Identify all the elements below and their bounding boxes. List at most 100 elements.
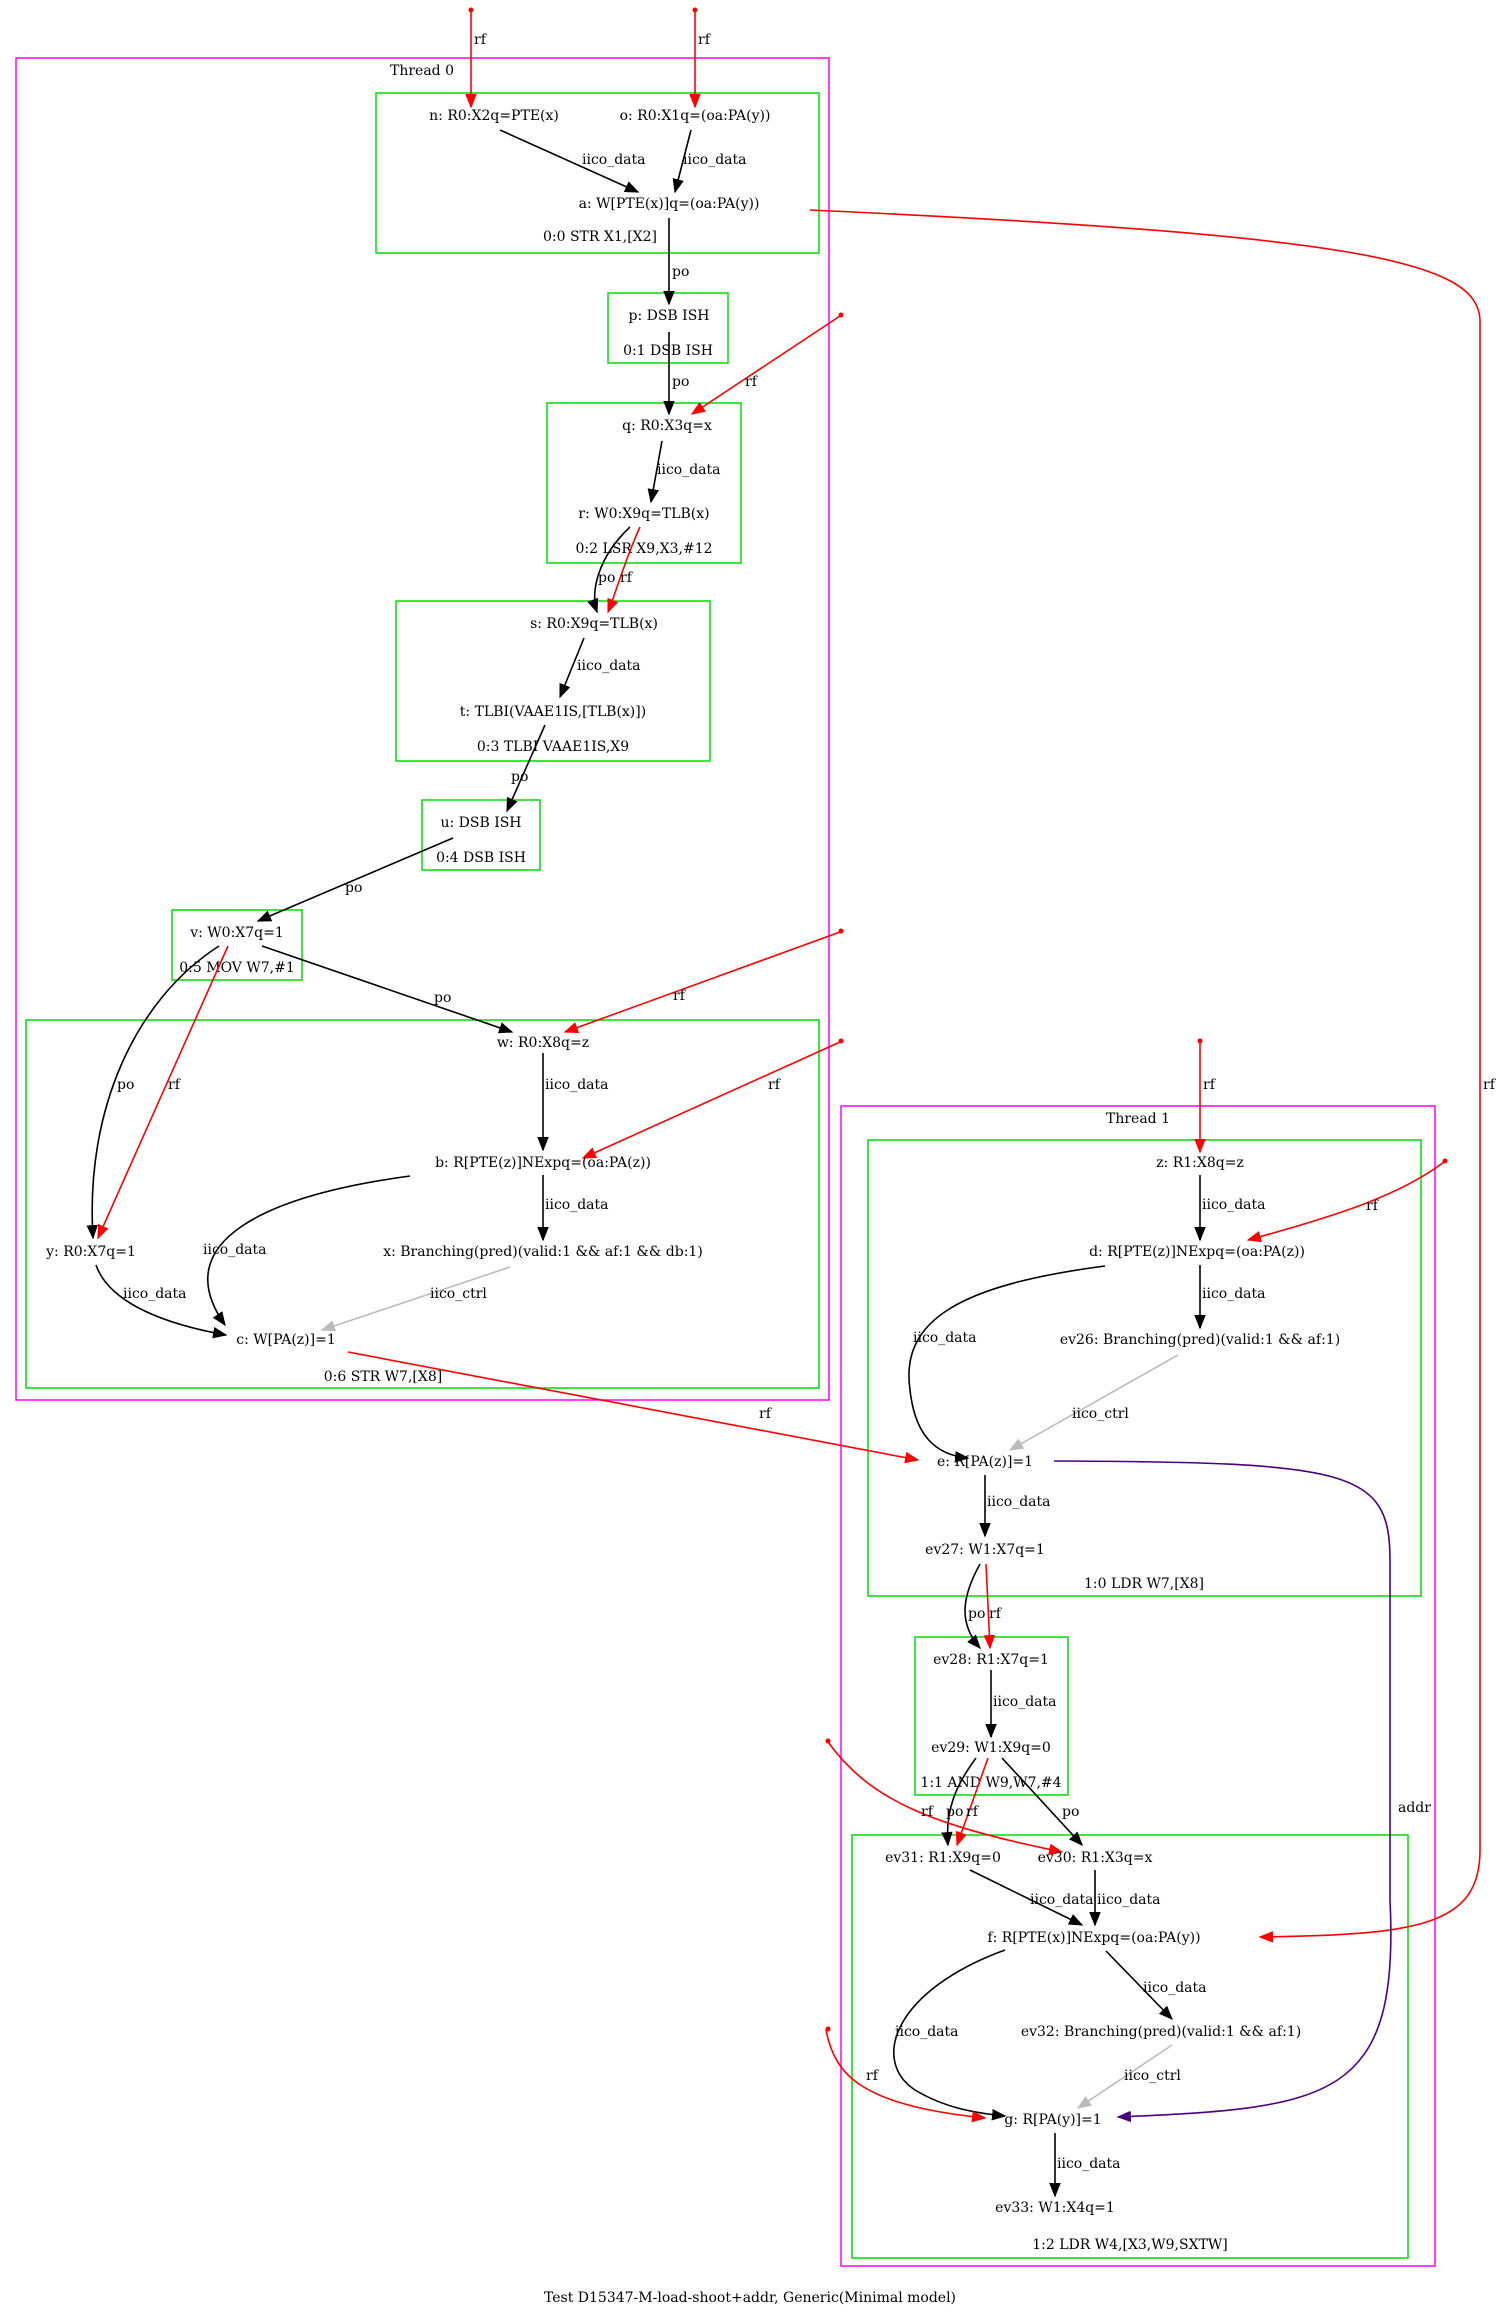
event-w: w: R0:X8q=z xyxy=(497,1035,589,1051)
edge-data-f-ev32 xyxy=(1105,1950,1174,2021)
edge-rf-ev29-ev31 xyxy=(955,1757,989,1847)
edge-label-po-t-u: po xyxy=(511,769,528,785)
edge-label-ctrl-ev32-g: iico_ctrl xyxy=(1124,2068,1181,2084)
edge-label-rf-b: rf xyxy=(768,1077,782,1093)
edge-label-data-q-r: iico_data xyxy=(657,462,721,478)
edge-label-data-b-c: iico_data xyxy=(203,1242,267,1258)
edge-label-rf-a-f: rf xyxy=(1483,1077,1497,1093)
edge-label-data-f-ev32: iico_data xyxy=(1143,1980,1207,1996)
edge-label-rf-n: rf xyxy=(474,32,488,48)
edge-label-rf-v-y: rf xyxy=(168,1077,182,1093)
edge-po-ev27-ev28 xyxy=(964,1563,981,1650)
instr-label-0-1: 0:1 DSB ISH xyxy=(623,343,713,359)
event-nodes: n: R0:X2q=PTE(x) o: R0:X1q=(oa:PA(y)) a:… xyxy=(45,108,1340,2216)
edge-label-addr-e-g: addr xyxy=(1398,1800,1431,1816)
edge-po-t-u xyxy=(506,724,546,813)
instr-label-0-2: 0:2 LSR X9,X3,#12 xyxy=(575,541,712,557)
event-x: x: Branching(pred)(valid:1 && af:1 && db… xyxy=(383,1244,703,1260)
event-z: z: R1:X8q=z xyxy=(1156,1155,1244,1171)
event-y: y: R0:X7q=1 xyxy=(45,1244,136,1260)
edge-rf-r-s xyxy=(607,526,641,614)
edge-label-data-ev28-ev29: iico_data xyxy=(993,1694,1057,1710)
instr-label-0-4: 0:4 DSB ISH xyxy=(436,850,526,866)
edge-data-b-c xyxy=(207,1175,411,1327)
edge-label-po-v-w: po xyxy=(434,990,451,1006)
instr-cluster-1-2 xyxy=(851,1834,1409,2259)
instr-cluster-0-3 xyxy=(395,600,711,762)
edge-data-ev31-f xyxy=(969,1869,1084,1926)
instr-label-0-6: 0:6 STR W7,[X8] xyxy=(324,1369,442,1385)
edge-label-rf-z: rf xyxy=(1203,1077,1217,1093)
edge-label-data-ev31-f: iico_data xyxy=(1030,1892,1094,1908)
instr-label-0-0: 0:0 STR X1,[X2] xyxy=(543,229,657,245)
edge-rf-init-ev30 xyxy=(827,1741,1064,1856)
edge-label-data-d-ev26: iico_data xyxy=(1202,1286,1266,1302)
edge-label-rf-w: rf xyxy=(673,988,687,1004)
edge-data-o-a xyxy=(672,129,692,194)
event-v: v: W0:X7q=1 xyxy=(189,925,284,941)
edge-label-data-ev30-f: iico_data xyxy=(1097,1892,1161,1908)
edge-label-po-ev29-ev30: po xyxy=(1062,1804,1079,1820)
edges xyxy=(86,7,1481,2198)
edge-label-po-ev27-ev28: po xyxy=(968,1606,985,1622)
event-q: q: R0:X3q=x xyxy=(622,418,712,434)
event-ev28: ev28: R1:X7q=1 xyxy=(933,1652,1049,1668)
event-c: c: W[PA(z)]=1 xyxy=(236,1332,336,1348)
edge-label-rf-c-e: rf xyxy=(759,1406,773,1422)
event-ev30: ev30: R1:X3q=x xyxy=(1038,1850,1153,1866)
edge-label-rf-g: rf xyxy=(866,2068,880,2084)
instr-label-1-2: 1:2 LDR W4,[X3,W9,SXTW] xyxy=(1032,2237,1228,2253)
event-ev27: ev27: W1:X7q=1 xyxy=(925,1542,1045,1558)
edge-po-r-s xyxy=(587,526,631,614)
edge-label-rf-q: rf xyxy=(745,374,759,390)
edge-label-data-o-a: iico_data xyxy=(683,152,747,168)
edge-label-data-n-a: iico_data xyxy=(582,152,646,168)
edge-rf-c-e xyxy=(347,1351,920,1464)
edge-data-q-r xyxy=(647,440,663,504)
thread-1-cluster xyxy=(840,1105,1436,2267)
instr-label-1-0: 1:0 LDR W7,[X8] xyxy=(1084,1576,1204,1592)
edge-label-po-a-p: po xyxy=(672,264,689,280)
edge-labels: rf rf iico_data iico_data po rf po iico_… xyxy=(117,32,1497,2172)
event-r: r: W0:X9q=TLB(x) xyxy=(578,506,709,522)
thread-1-label: Thread 1 xyxy=(1106,1111,1170,1127)
event-o: o: R0:X1q=(oa:PA(y)) xyxy=(620,108,771,124)
instr-cluster-1-0 xyxy=(867,1139,1422,1597)
edge-label-data-g-ev33: iico_data xyxy=(1057,2156,1121,2172)
edge-po-u-v xyxy=(256,837,454,922)
event-g: g: R[PA(y)]=1 xyxy=(1004,2112,1101,2128)
edge-label-rf-r-s: rf xyxy=(620,570,634,586)
event-f: f: R[PTE(x)]NExpq=(oa:PA(y)) xyxy=(987,1930,1200,1946)
instr-label-0-3: 0:3 TLBI VAAE1IS,X9 xyxy=(477,739,629,755)
edge-label-ctrl-x-c: iico_ctrl xyxy=(430,1286,487,1302)
event-n: n: R0:X2q=PTE(x) xyxy=(429,108,559,124)
edge-data-s-t xyxy=(559,637,585,699)
edge-po-ev29-ev30 xyxy=(1001,1757,1083,1847)
instr-cluster-0-5 xyxy=(171,909,303,981)
edge-data-n-a xyxy=(499,129,640,193)
event-t: t: TLBI(VAAE1IS,[TLB(x)]) xyxy=(460,704,646,720)
event-s: s: R0:X9q=TLB(x) xyxy=(530,616,658,632)
edge-label-po-r-s: po xyxy=(598,570,615,586)
instr-label-0-5: 0:5 MOV W7,#1 xyxy=(179,960,295,976)
edge-label-data-s-t: iico_data xyxy=(577,658,641,674)
event-b: b: R[PTE(z)]NExpq=(oa:PA(z)) xyxy=(435,1155,651,1171)
edge-label-data-b-x: iico_data xyxy=(545,1197,609,1213)
edge-label-data-f-g: iico_data xyxy=(895,2024,959,2040)
graph-caption: Test D15347-M-load-shoot+addr, Generic(M… xyxy=(544,2290,956,2306)
edge-po-v-y xyxy=(86,945,220,1240)
event-ev32: ev32: Branching(pred)(valid:1 && af:1) xyxy=(1021,2024,1301,2040)
event-a: a: W[PTE(x)]q=(oa:PA(y)) xyxy=(579,196,760,212)
edge-label-po-p-q: po xyxy=(672,374,689,390)
edge-label-data-y-c: iico_data xyxy=(123,1286,187,1302)
event-e: e: R[PA(z)]=1 xyxy=(937,1454,1033,1470)
edge-data-f-g xyxy=(892,1949,1007,2121)
edge-label-data-e-ev27: iico_data xyxy=(987,1494,1051,1510)
edge-addr-e-g xyxy=(1053,1460,1392,2123)
event-u: u: DSB ISH xyxy=(440,815,521,831)
edge-rf-a-f xyxy=(809,209,1481,1943)
edge-ctrl-x-c xyxy=(320,1266,511,1332)
event-ev29: ev29: W1:X9q=0 xyxy=(931,1740,1051,1756)
edge-label-rf-ev29-ev31: rf xyxy=(966,1804,980,1820)
